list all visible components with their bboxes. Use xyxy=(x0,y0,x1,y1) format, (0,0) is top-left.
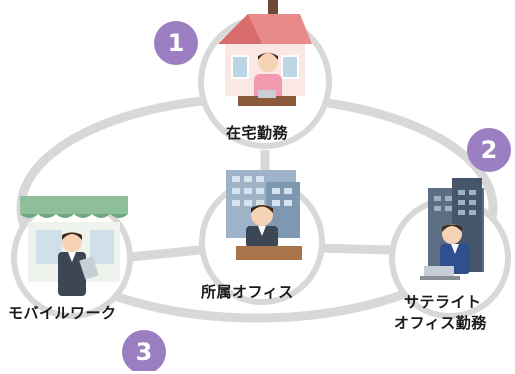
badge-2: 2 xyxy=(480,136,498,164)
badge-1: 1 xyxy=(167,29,185,57)
node-office-label: 所属オフィス xyxy=(201,283,294,301)
mobile-worker-icon xyxy=(20,196,128,296)
badge-2-circle xyxy=(467,128,511,172)
satellite-office-worker-icon xyxy=(420,178,484,280)
node-satellite-label-line1: サテライト xyxy=(404,293,482,311)
node-mobile-label: モバイルワーク xyxy=(8,304,117,322)
badge-3: 3 xyxy=(135,338,153,366)
connector-office-satellite xyxy=(317,243,393,255)
badge-3-circle xyxy=(122,330,166,371)
badge-1-circle xyxy=(154,21,198,65)
connector-mobile-office xyxy=(119,245,201,263)
node-satellite-label-line2: オフィス勤務 xyxy=(394,314,487,332)
node-home-label: 在宅勤務 xyxy=(226,124,289,142)
main-office-worker-icon xyxy=(226,170,302,260)
house-worker-icon xyxy=(218,0,312,106)
